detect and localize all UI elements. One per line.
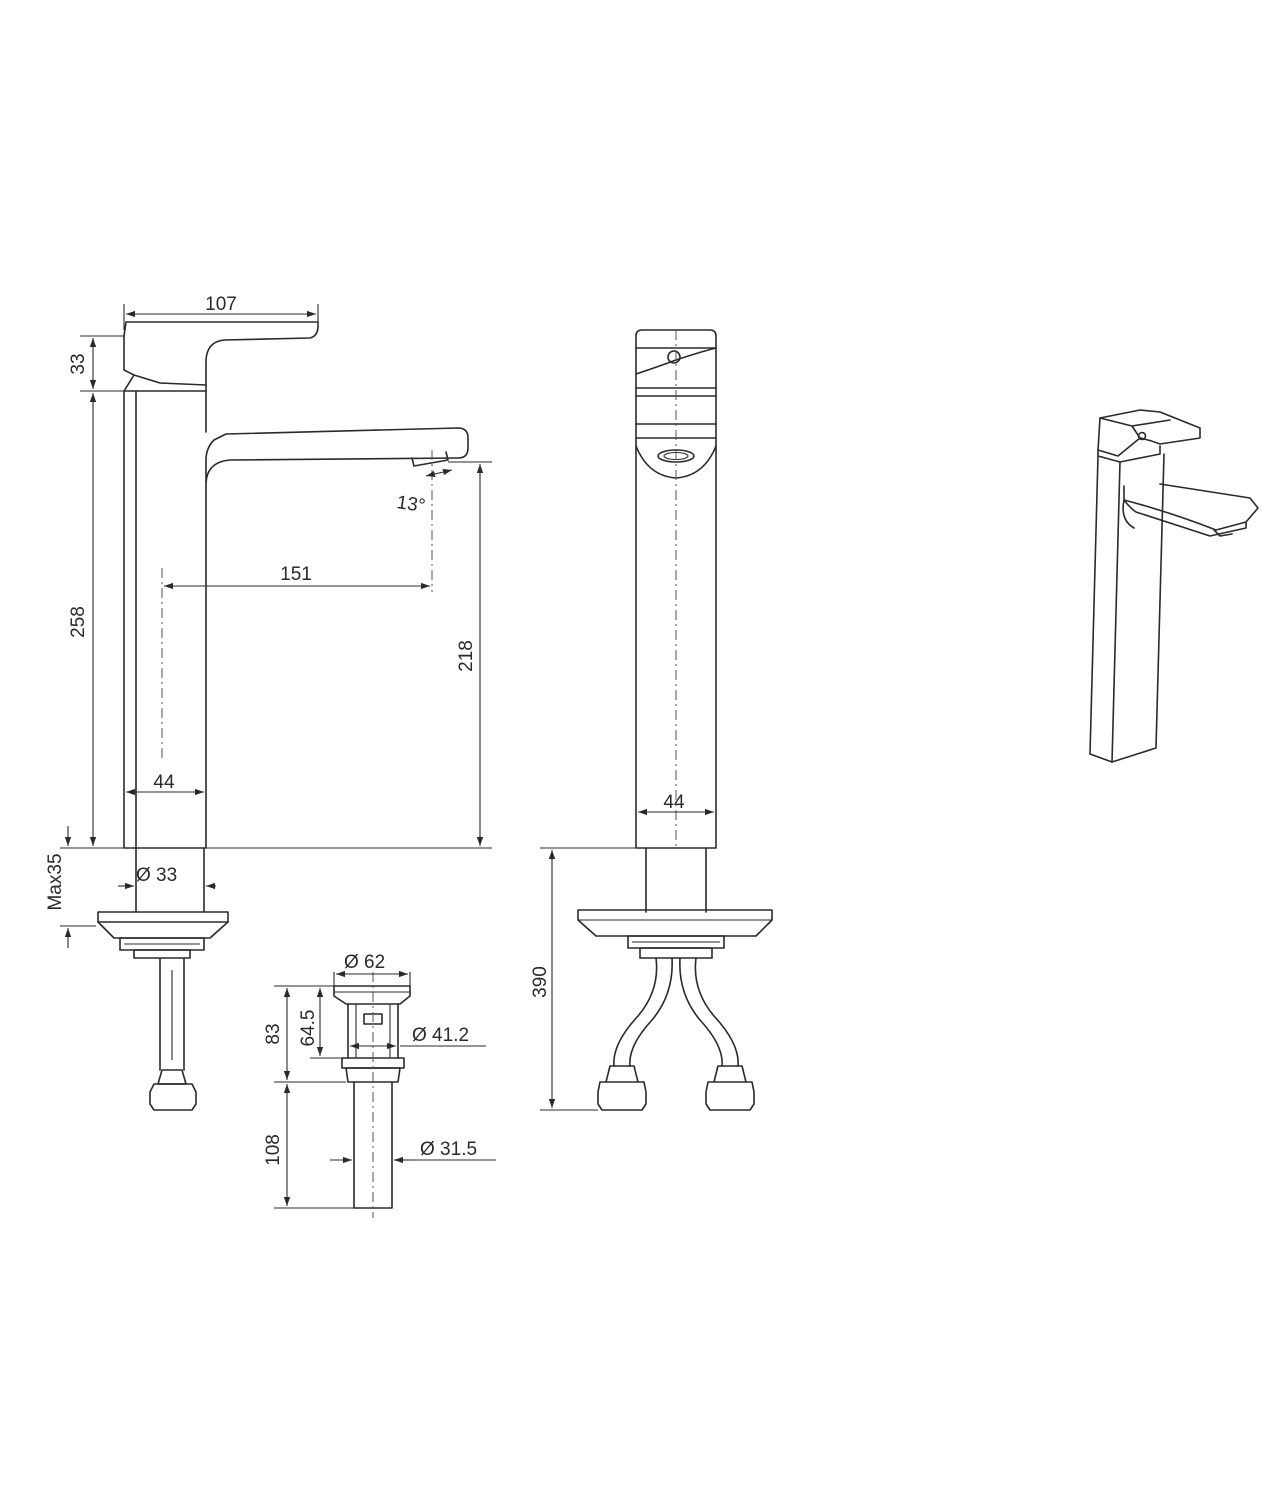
- front-hose-fitting: [157, 1069, 187, 1085]
- dim-108-text: 108: [263, 1134, 284, 1166]
- side-hose-right: [679, 957, 739, 1067]
- side-hose-left-fitting: [597, 1065, 647, 1111]
- side-washer: [639, 947, 713, 959]
- drain-body: [347, 1003, 399, 1059]
- dim-218-ext: [206, 461, 492, 849]
- front-handle: [123, 321, 319, 392]
- side-shank: [645, 847, 707, 913]
- dim-218-text: 218: [456, 640, 477, 672]
- iso-handle-button: [1137, 431, 1147, 441]
- dim-d62-ext: [333, 972, 411, 986]
- side-hose-right-fitting: [705, 1065, 755, 1111]
- dim-d31-text: Ø 31.5: [420, 1139, 477, 1160]
- iso-body-edge: [1111, 461, 1121, 763]
- drain-view: [333, 972, 411, 1218]
- front-body-outline: [123, 390, 469, 849]
- front-hose: [159, 957, 185, 1071]
- dim-max35-ext: [60, 847, 96, 927]
- front-dimensions: 107 33 258 151 13° 218 44 Ø 33 Max35: [45, 294, 492, 948]
- drain-head: [333, 985, 411, 1005]
- side-nut: [627, 935, 725, 949]
- iso-handle-base: [1097, 445, 1161, 463]
- drain-stopper: [363, 1013, 383, 1025]
- dim-d33-text: Ø 33: [136, 865, 177, 886]
- dim-151-text: 151: [280, 564, 312, 585]
- dim-33-text: 33: [68, 353, 89, 374]
- side-base-plate: [577, 909, 773, 937]
- dim-107-ext: [123, 304, 319, 330]
- dim-33-ext: [80, 335, 124, 392]
- iso-aerator: [1213, 529, 1233, 537]
- front-nut: [119, 937, 205, 951]
- iso-handle: [1097, 409, 1201, 457]
- dim-13deg-arc: [425, 468, 453, 478]
- isometric-view: [1089, 409, 1259, 763]
- dim-258-text: 258: [68, 606, 89, 638]
- iso-spout: [1123, 483, 1259, 531]
- drain-dimensions: Ø 62 83 64.5 Ø 41.2 108 Ø 31.5: [263, 952, 496, 1209]
- side-dimensions: 44 390: [530, 792, 714, 1111]
- front-hose-nut: [149, 1083, 197, 1111]
- dim-44-front-text: 44: [153, 772, 175, 793]
- front-aerator: [411, 451, 449, 467]
- front-base-plate: [97, 911, 229, 939]
- dim-390-text: 390: [530, 966, 551, 998]
- side-view: [577, 329, 773, 1111]
- drain-nut: [345, 1067, 401, 1083]
- dim-d62-text: Ø 62: [344, 952, 385, 973]
- front-shank: [135, 847, 205, 913]
- side-hose-left: [613, 957, 673, 1067]
- drain-flange: [341, 1057, 405, 1069]
- front-washer: [133, 949, 191, 959]
- dim-max35-text: Max35: [45, 853, 66, 910]
- dim-83-ext: [274, 985, 346, 1083]
- front-handle-chamfer: [133, 374, 207, 386]
- side-handle-button: [667, 350, 681, 364]
- dim-83-text: 83: [263, 1023, 284, 1044]
- dim-64-5-text: 64.5: [298, 1010, 319, 1047]
- iso-spout-bottom: [1123, 499, 1247, 537]
- dim-13deg-text: 13°: [395, 492, 426, 517]
- front-view: [97, 321, 469, 1111]
- dim-390-ext: [540, 847, 636, 1111]
- side-body: [635, 329, 717, 849]
- dim-d41-text: Ø 41.2: [412, 1025, 469, 1046]
- dim-107-text: 107: [205, 294, 237, 315]
- dim-44-side-text: 44: [663, 792, 685, 813]
- iso-handle-top: [1099, 417, 1171, 439]
- iso-spout-underside: [1122, 499, 1135, 529]
